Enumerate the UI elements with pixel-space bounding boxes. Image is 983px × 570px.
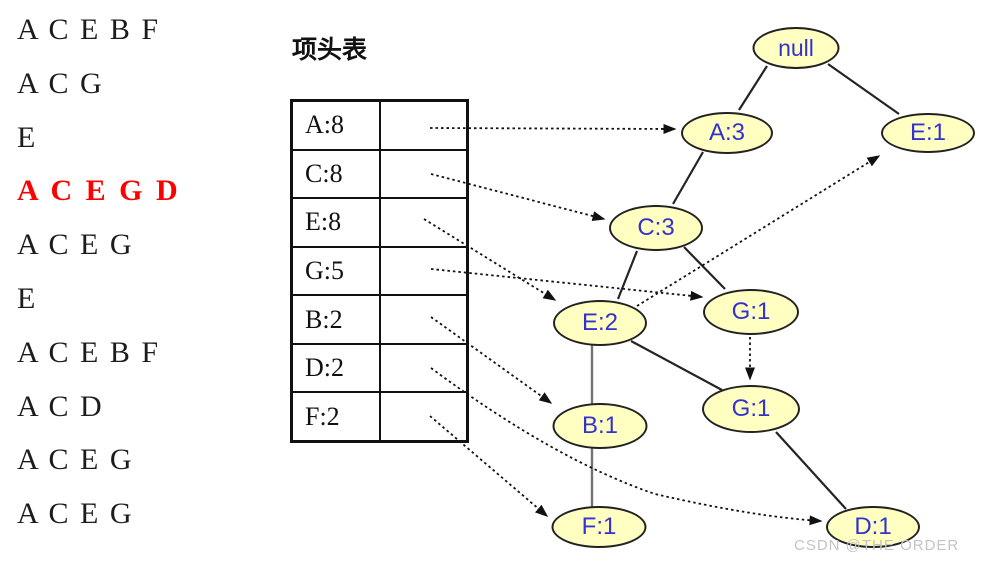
transaction-row-9: A C E G bbox=[17, 443, 134, 477]
edge-null-E1 bbox=[827, 63, 900, 115]
tree-node-G1a: G:1 bbox=[703, 289, 799, 335]
header-table-row-G: G:5 bbox=[293, 247, 466, 297]
watermark: CSDN @THE ORDER bbox=[794, 537, 960, 554]
transaction-row-6: E bbox=[17, 281, 38, 315]
edge-null-A3 bbox=[738, 65, 768, 111]
header-item-label: C:8 bbox=[293, 150, 381, 198]
edge-A3-C3 bbox=[672, 151, 704, 205]
header-table-row-E: E:8 bbox=[293, 199, 466, 248]
transaction-row-10: A C E G bbox=[17, 497, 134, 531]
tree-node-B1: B:1 bbox=[552, 403, 648, 449]
header-item-label: G:5 bbox=[293, 247, 381, 295]
node-link-arrows bbox=[423, 123, 881, 526]
header-link-cell bbox=[381, 102, 466, 149]
transaction-row-4: A C E G D bbox=[17, 174, 181, 208]
tree-node-G1b: G:1 bbox=[702, 385, 800, 433]
transaction-row-7: A C E B F bbox=[17, 335, 161, 369]
tree-node-C3: C:3 bbox=[609, 205, 703, 251]
header-item-label: B:2 bbox=[293, 296, 381, 343]
header-table-row-D: D:2 bbox=[293, 344, 466, 394]
tree-node-D1: D:1 bbox=[826, 506, 920, 548]
header-link-G bbox=[430, 268, 704, 301]
header-item-label: E:8 bbox=[293, 199, 381, 246]
header-table-row-F: F:2 bbox=[293, 393, 466, 441]
edge-G1b-D1 bbox=[775, 431, 847, 510]
edge-E2-G1b bbox=[630, 340, 723, 391]
header-link-cell bbox=[381, 151, 466, 198]
header-table-row-A: A:8 bbox=[293, 102, 466, 151]
tree-node-E2: E:2 bbox=[553, 300, 647, 346]
edge-C3-G1a bbox=[683, 246, 726, 290]
tree-node-E1: E:1 bbox=[881, 113, 975, 153]
transaction-row-5: A C E G bbox=[17, 228, 134, 262]
transaction-row-8: A C D bbox=[17, 389, 104, 423]
header-table-title: 项头表 bbox=[292, 36, 368, 64]
edge-C3-E2 bbox=[616, 250, 639, 300]
transaction-row-1: A C E B F bbox=[17, 13, 161, 46]
tree-node-F1: F:1 bbox=[551, 506, 647, 548]
header-item-label: F:2 bbox=[293, 393, 381, 441]
header-link-cell bbox=[381, 393, 466, 440]
transaction-row-3: E bbox=[17, 120, 38, 154]
header-link-cell bbox=[381, 345, 466, 392]
header-table-row-B: B:2 bbox=[293, 296, 466, 345]
header-item-label: D:2 bbox=[293, 344, 381, 392]
tree-node-null: null bbox=[752, 27, 840, 69]
header-table-row-C: C:8 bbox=[293, 150, 466, 200]
header-link-cell bbox=[381, 199, 466, 246]
transaction-list: A C E B F A C G E A C E G D A C E G E A C E B … bbox=[17, 3, 181, 541]
tree-node-A3: A:3 bbox=[681, 112, 773, 154]
header-item-label: A:8 bbox=[293, 102, 381, 149]
header-link-cell bbox=[381, 296, 466, 343]
header-link-cell bbox=[381, 248, 466, 295]
transaction-row-2: A C G bbox=[17, 66, 104, 100]
